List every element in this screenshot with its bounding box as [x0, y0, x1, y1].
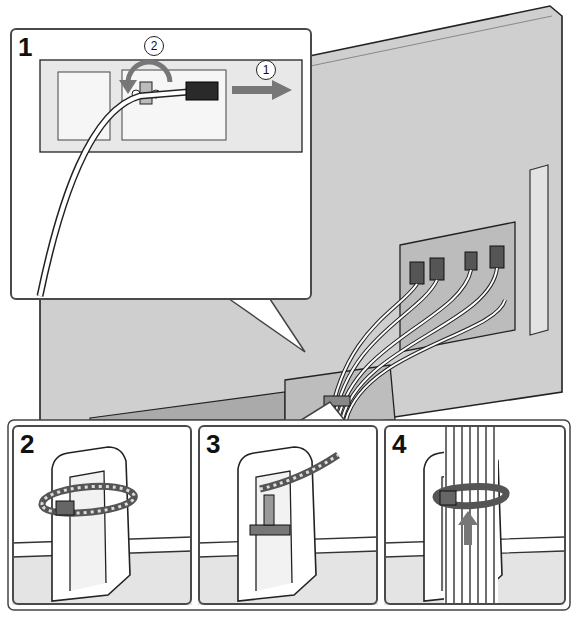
step-number: 3: [206, 431, 370, 457]
tie-buckle: [250, 525, 290, 535]
cable-bundle-ground: [444, 425, 498, 605]
tie-buckle: [56, 501, 74, 515]
step-number: 4: [392, 431, 558, 457]
connector: [465, 252, 477, 270]
power-cord-core: [40, 92, 188, 296]
tv-side-strip: [530, 165, 548, 335]
cable-core: [342, 268, 497, 420]
power-plug: [186, 82, 218, 100]
connector: [410, 262, 424, 284]
cable-tie: [436, 487, 506, 506]
connectors: [410, 246, 504, 284]
step-panel: 3: [198, 425, 378, 605]
cable-holder: [12, 447, 192, 605]
stand-base: [90, 392, 285, 420]
callout-tail: [298, 402, 346, 422]
cable-core: [346, 300, 505, 420]
connector: [430, 258, 444, 280]
step-illustration: [198, 447, 378, 605]
callout-frame: [8, 420, 570, 610]
cable: [342, 268, 497, 420]
tie-buckle: [440, 491, 456, 505]
step-illustration: [12, 447, 192, 605]
turn-arrow-head: [119, 80, 137, 94]
step-panel: 2: [12, 425, 192, 605]
callout-circle: 2: [144, 36, 164, 56]
cable-tie-teeth: [260, 455, 338, 489]
power-cord: [40, 92, 188, 296]
callout-tail: [225, 296, 305, 352]
step-number: 2: [20, 431, 184, 457]
cable-holder: [198, 447, 378, 605]
plate-recess: [122, 70, 226, 140]
bracket-plate: [40, 60, 302, 152]
push-arrow: [458, 511, 478, 545]
step-illustration: [384, 425, 564, 605]
connector: [490, 246, 504, 268]
callout-ground: [10, 28, 312, 300]
step-panel: 112: [10, 28, 312, 300]
tie-stem: [264, 495, 274, 525]
cable: [346, 300, 505, 420]
callout-number: 1: [263, 64, 270, 76]
cable-bundle: [446, 425, 494, 605]
callout-number: 2: [151, 40, 158, 52]
cable-tie: [260, 455, 338, 489]
cable-bundle: [330, 268, 505, 420]
pull-arrow: [232, 80, 292, 100]
step-panel: 4: [384, 425, 566, 605]
callout-circle: 1: [256, 60, 276, 80]
